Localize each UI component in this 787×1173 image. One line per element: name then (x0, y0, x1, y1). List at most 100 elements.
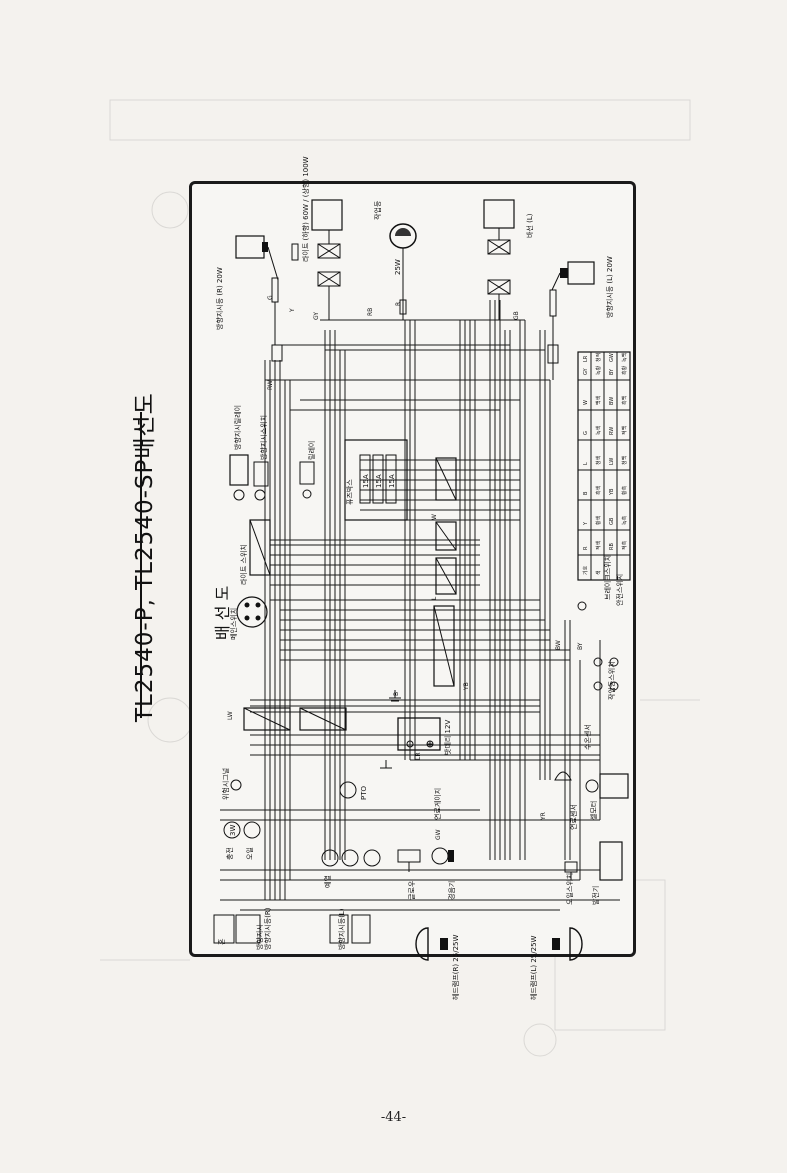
label-lamp-2: 오일 (245, 847, 254, 860)
page-number: -44- (380, 1110, 407, 1125)
label-turn-left: 방향지시등 (L) 20W (605, 256, 614, 318)
label-fuel-sensor: 연료센서 (569, 804, 578, 830)
connector-blocks (243, 457, 457, 731)
diagram-heading: 배 선 도 (213, 586, 232, 640)
indicator-lamps (223, 781, 381, 867)
label-work-switch: 작업등스위치 (607, 661, 616, 700)
fuse-box (344, 439, 408, 521)
label-fuse-1: 15A (362, 474, 370, 488)
table-cell: B (583, 491, 589, 495)
label-relay: 릴레이 (307, 441, 316, 460)
label-fuse-3: 15A (388, 474, 396, 488)
wire-code: YB (463, 682, 470, 691)
headlight-assembly-top-left (483, 199, 515, 320)
label-main-switch: 메인스위치 (229, 608, 238, 640)
label-glow: 글로우 (408, 880, 416, 900)
battery (397, 717, 441, 751)
generator (599, 841, 623, 881)
wire-code: GB (513, 311, 520, 320)
label-generator: 발전기 (591, 886, 600, 905)
table-cell: GY (583, 367, 589, 375)
table-cell: 황흑 (621, 485, 628, 495)
turn-lamp-right (235, 235, 283, 362)
table-cell: 녹백 (621, 352, 628, 362)
table-cell: BY (609, 368, 615, 375)
wire-color-table (577, 351, 631, 581)
wire-code: G (267, 295, 274, 300)
label-safety-switch: 안전스위치 (615, 574, 624, 606)
label-head-r: 헤드램프(R) 25/25W (451, 935, 460, 1000)
wire-code: LW (227, 711, 234, 720)
head-lamp-r (415, 927, 448, 961)
table-cell: GB (609, 517, 615, 525)
safety-switches (577, 601, 619, 691)
wire-code: GY (313, 312, 320, 320)
label-lamp-1: 충전 (225, 847, 234, 860)
table-cell: LW (609, 458, 615, 465)
label-front-indicator-l: 방향지시등(L) (337, 908, 346, 950)
main-switch (236, 596, 268, 628)
label-battery: 밧데리 12V (443, 720, 452, 755)
wire-code: GW (435, 829, 442, 840)
table-cell: RW (609, 427, 615, 435)
label-work-lamp: 작업등 (373, 200, 382, 220)
table-cell: 적흑 (621, 540, 628, 550)
table-cell: 백색 (595, 395, 602, 405)
label-head-l: 헤드램프(L) 25/25W (529, 935, 538, 1000)
label-turn-right: 방향지시등 (R) 20W (215, 267, 224, 330)
wire-code: YR (540, 812, 547, 821)
label-hazard: 위험시그널 (221, 768, 230, 800)
table-cell: LR (583, 355, 589, 362)
label-lamp-4: 방향지시 (255, 924, 264, 950)
table-cell: 적백 (621, 425, 628, 435)
wire-code: LR (415, 752, 422, 760)
table-cell: 청적 (595, 353, 602, 362)
headlight-assembly-top-right (291, 199, 343, 320)
fuel-sensor (554, 771, 572, 781)
label-horn: 혼 (217, 938, 226, 945)
table-cell: W (583, 400, 589, 405)
table-cell: YB (609, 488, 615, 496)
work-lamp (389, 223, 417, 320)
label-horn-button: 경음기 (447, 881, 456, 900)
starter-motor (585, 773, 629, 799)
table-cell: 흑백 (621, 395, 628, 405)
wire-code: BW (555, 640, 562, 650)
wire-code: RW (267, 380, 274, 390)
label-brake-switch: 브레이크스위치 (603, 555, 612, 600)
oil-switch (564, 861, 578, 880)
table-cell: 청색 (595, 455, 602, 465)
wire-code: W (431, 514, 438, 520)
table-cell: 녹황 (595, 365, 602, 375)
wire-code: Y (289, 308, 296, 313)
glow-plug (397, 849, 421, 872)
ground-symbols (380, 690, 401, 769)
label-flasher-relay: 방향지시릴레이 (233, 405, 242, 450)
label-work-lamp-watt: 25W (394, 259, 402, 275)
wire-code: RB (367, 308, 374, 316)
label-light-switch: 라이트 스위치 (239, 544, 248, 585)
label-fuse-2: 15A (375, 474, 383, 488)
table-header: 색 (595, 570, 602, 575)
table-cell: 황색 (595, 515, 602, 525)
label-front-indicator: 방향지시등(R) (263, 907, 272, 950)
panel-blocks (213, 914, 371, 944)
label-fuel-unit: 연료게이지 (433, 788, 442, 820)
label-lamp-3: 예열 (323, 875, 332, 888)
horn (431, 847, 454, 865)
table-cell: GW (609, 353, 615, 362)
hazard-switch (230, 779, 242, 791)
flasher-relay (229, 454, 269, 501)
relay (299, 461, 315, 499)
light-switch (249, 519, 271, 576)
label-starter: 셀모터 (589, 801, 598, 820)
wire-code: L (431, 596, 438, 600)
table-cell: 흑색 (595, 485, 602, 495)
label-water-temp: 수온센서 (583, 724, 592, 750)
table-cell: 청백 (621, 455, 628, 465)
label-headlight-top-left: 바선 (L) (525, 213, 534, 238)
label-headlight-top-right: 라이트 (하향) 60W / (상향) 100W (301, 156, 310, 262)
wire-code: R (395, 302, 402, 306)
table-cell: Y (583, 521, 589, 526)
